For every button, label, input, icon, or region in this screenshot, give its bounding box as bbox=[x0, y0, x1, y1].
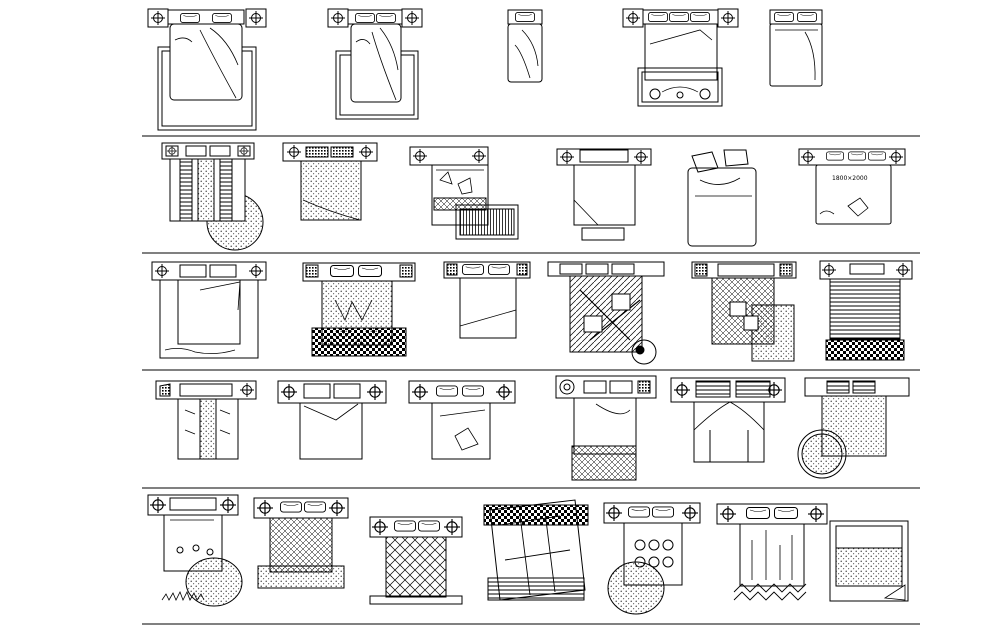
bed-block-r2-2 bbox=[282, 142, 378, 221]
row-dividers bbox=[142, 135, 920, 625]
bed-block-r5-1 bbox=[147, 494, 243, 607]
bed-block-r1-4 bbox=[622, 8, 739, 107]
bed-block-r3-5 bbox=[691, 261, 797, 362]
bed-block-r5-7 bbox=[829, 520, 909, 602]
bed-block-r4-2 bbox=[277, 380, 387, 460]
bed-block-r1-3 bbox=[507, 9, 543, 83]
bed-block-r4-4 bbox=[555, 375, 657, 481]
bed-block-r2-5 bbox=[687, 149, 757, 247]
bed-block-r3-6 bbox=[819, 260, 913, 361]
bed-block-r3-2 bbox=[302, 262, 416, 357]
bed-block-r2-3 bbox=[409, 146, 519, 240]
bed-block-r2-6: 1800×2000 bbox=[798, 148, 906, 225]
bed-block-r3-3 bbox=[443, 261, 531, 339]
bed-block-r4-1 bbox=[155, 380, 257, 460]
bed-block-r1-1 bbox=[147, 8, 267, 131]
bed-block-r5-3 bbox=[369, 516, 463, 605]
bed-block-r5-4 bbox=[483, 499, 589, 601]
bed-block-r1-5 bbox=[769, 9, 823, 87]
bed-block-r5-2 bbox=[253, 497, 349, 589]
bed-block-r4-6 bbox=[797, 377, 910, 479]
bed-block-r2-1 bbox=[161, 142, 264, 251]
bed-size-label: 1800×2000 bbox=[832, 175, 868, 182]
bed-block-r5-6 bbox=[716, 503, 828, 601]
bed-block-r4-5 bbox=[670, 377, 786, 463]
bed-block-r3-4 bbox=[547, 261, 665, 365]
bed-block-r2-4 bbox=[556, 148, 652, 241]
bed-block-r3-1 bbox=[151, 261, 267, 359]
bed-block-r4-3 bbox=[408, 380, 516, 460]
bed-block-r5-5 bbox=[603, 502, 701, 615]
bed-block-r1-2 bbox=[327, 8, 423, 120]
